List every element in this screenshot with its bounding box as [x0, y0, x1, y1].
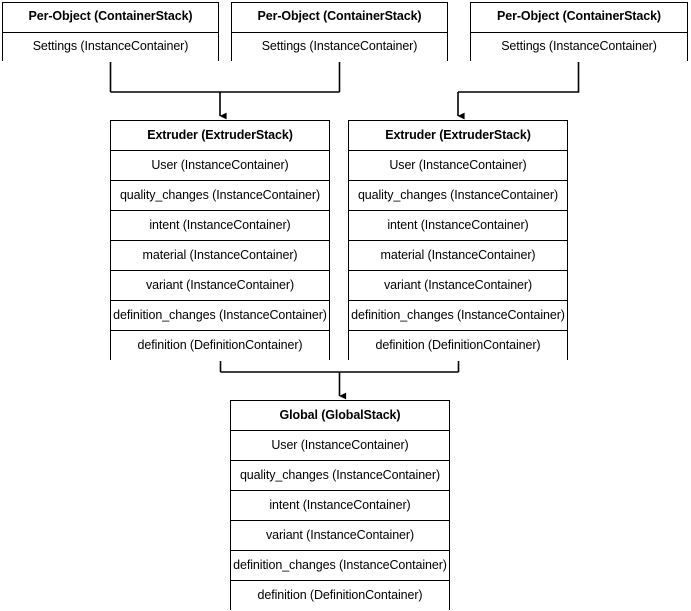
per-object-stack-2-row-settings: Settings (InstanceContainer) — [232, 32, 447, 62]
per-object-stack-3-row-settings: Settings (InstanceContainer) — [471, 32, 687, 62]
extruder-stack-2-row-material: material (InstanceContainer) — [349, 241, 567, 271]
per-object-stack-2-header: Per-Object (ContainerStack) — [232, 3, 447, 33]
global-stack-row-intent: intent (InstanceContainer) — [231, 491, 449, 521]
extruder-stack-2-row-quality-changes: quality_changes (InstanceContainer) — [349, 181, 567, 211]
extruder-stack-1-header: Extruder (ExtruderStack) — [111, 121, 329, 151]
extruder-stack-1[interactable]: Extruder (ExtruderStack) User (InstanceC… — [110, 120, 330, 361]
extruder-stack-2-row-variant: variant (InstanceContainer) — [349, 271, 567, 301]
extruder-stack-2-row-user: User (InstanceContainer) — [349, 151, 567, 181]
per-object-stack-1-header: Per-Object (ContainerStack) — [3, 3, 218, 33]
edge-perobject3-to-extruder2 — [458, 60, 580, 93]
extruder-stack-1-row-intent: intent (InstanceContainer) — [111, 211, 329, 241]
extruder-stack-1-row-quality-changes: quality_changes (InstanceContainer) — [111, 181, 329, 211]
per-object-stack-1[interactable]: Per-Object (ContainerStack) Settings (In… — [2, 2, 219, 62]
extruder-stack-1-row-user: User (InstanceContainer) — [111, 151, 329, 181]
extruder-stack-2-header: Extruder (ExtruderStack) — [349, 121, 567, 151]
global-stack-row-variant: variant (InstanceContainer) — [231, 521, 449, 551]
global-stack-header: Global (GlobalStack) — [231, 401, 449, 431]
global-stack-row-definition: definition (DefinitionContainer) — [231, 581, 449, 611]
global-stack[interactable]: Global (GlobalStack) User (InstanceConta… — [230, 400, 450, 611]
per-object-stack-3-header: Per-Object (ContainerStack) — [471, 3, 687, 33]
per-object-stack-3[interactable]: Per-Object (ContainerStack) Settings (In… — [470, 2, 688, 62]
extruder-stack-1-row-variant: variant (InstanceContainer) — [111, 271, 329, 301]
extruder-stack-1-row-definition: definition (DefinitionContainer) — [111, 331, 329, 361]
extruder-stack-1-row-definition-changes: definition_changes (InstanceContainer) — [111, 301, 329, 331]
global-stack-row-user: User (InstanceContainer) — [231, 431, 449, 461]
extruder-stack-2-row-definition: definition (DefinitionContainer) — [349, 331, 567, 361]
extruder-stack-2-row-definition-changes: definition_changes (InstanceContainer) — [349, 301, 567, 331]
global-stack-row-quality-changes: quality_changes (InstanceContainer) — [231, 461, 449, 491]
per-object-stack-2[interactable]: Per-Object (ContainerStack) Settings (In… — [231, 2, 448, 62]
extruder-stack-2-row-intent: intent (InstanceContainer) — [349, 211, 567, 241]
global-stack-row-definition-changes: definition_changes (InstanceContainer) — [231, 551, 449, 581]
per-object-stack-1-row-settings: Settings (InstanceContainer) — [3, 32, 218, 62]
extruder-stack-2[interactable]: Extruder (ExtruderStack) User (InstanceC… — [348, 120, 568, 361]
extruder-stack-1-row-material: material (InstanceContainer) — [111, 241, 329, 271]
